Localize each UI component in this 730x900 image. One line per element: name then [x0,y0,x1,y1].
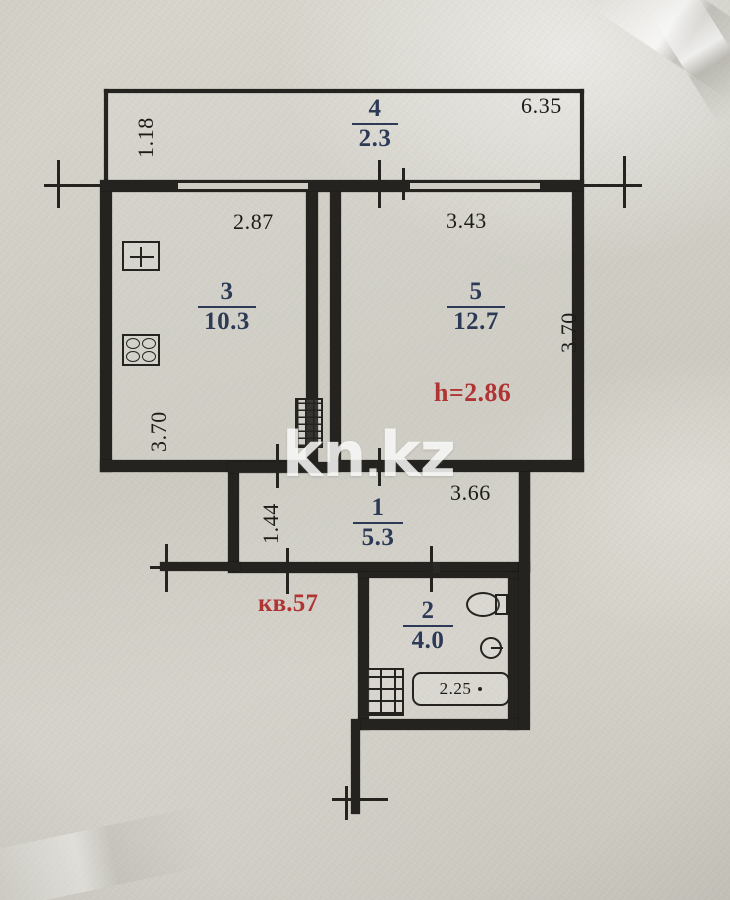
dimension-balcony-top: 6.35 [521,93,562,118]
dimension-corridor-height: 1.44 [258,503,283,544]
toilet-icon [466,592,500,617]
room-label-divider [403,624,453,627]
dim-tick-stem-v [345,786,348,820]
closet-hatch-icon [295,398,323,448]
room-number-3: 3 [220,278,234,305]
window-kitchen [178,181,308,191]
dim-tick-top-mid-2 [402,168,405,200]
dimension-corridor-width: 3.66 [450,480,491,505]
dimension-kitchen-height: 3.70 [146,411,171,452]
dim-tick-right-top-v [623,156,626,208]
room-label-divider [352,122,398,125]
apartment-number-annotation: кв.57 [258,590,319,617]
bathtub-icon: 2.25 [412,672,510,706]
room-label-balcony: 4 2.3 [340,96,410,151]
living-room-wall-bottom [330,460,584,472]
room-area-5: 12.7 [453,307,499,335]
kitchen-wall-left [100,192,112,472]
dim-tick-stem-h [332,798,388,801]
dim-tick-left-top-v [57,160,60,208]
dimension-kitchen-width: 2.87 [233,209,274,234]
living-room-wall-right [572,192,584,472]
corridor-wall-left [228,472,239,572]
paper-crease-right [649,0,730,124]
living-room-wall-left [330,192,341,472]
dim-tick-entry-h [150,566,210,569]
balcony-wall-top [104,89,584,93]
room-number-5: 5 [469,278,483,305]
room-label-corridor: 1 5.3 [341,495,415,550]
bathroom-wall-top [358,572,519,578]
dim-tick-right-top-h [580,184,642,187]
room-label-kitchen: 3 10.3 [185,279,269,334]
washbasin-icon [480,637,503,659]
stove-icon [122,334,160,366]
bathroom-wall-left [358,572,369,730]
bathroom-wall-bottom [358,719,519,730]
dim-tick-top-mid [378,160,381,208]
room-label-divider [447,305,505,308]
room-label-divider [198,305,256,308]
exterior-wall-right-lower [519,472,530,730]
room-area-4: 2.3 [358,124,392,152]
window-living-room [410,181,540,191]
dim-tick-left-top-h [44,184,106,187]
exterior-wall-stem [351,719,360,814]
balcony-wall-right [580,89,584,185]
dimension-living-height: 3.70 [556,312,581,353]
ceiling-height-annotation: h=2.86 [434,378,512,407]
kitchen-floor [112,192,306,460]
dim-tick-corridor-top [378,448,381,486]
paper-crease-bottom-left [0,805,214,900]
room-label-living-room: 5 12.7 [434,279,518,334]
balcony-floor [108,93,580,180]
dim-tick-entry-v [165,544,168,592]
sink-icon [122,241,160,271]
room-area-1: 5.3 [361,523,395,551]
room-area-3: 10.3 [204,307,250,335]
dimension-living-width: 3.43 [446,208,487,233]
corridor-floor [239,472,519,562]
corridor-wall-bottom [228,562,530,573]
paper-crease-top-right [594,0,730,99]
bathtub-drain-icon [478,687,483,691]
room-area-2: 4.0 [411,626,445,654]
toilet-tank-icon [495,594,508,615]
dim-tick-corridor-right [430,546,433,592]
room-label-bathroom: 2 4.0 [391,598,465,653]
bathroom-wall-right [508,572,519,730]
room-number-1: 1 [371,494,385,521]
living-room-floor [341,192,572,460]
bathroom-door-threshold [430,562,440,573]
dim-tick-corridor-left [286,548,289,594]
dim-tick-kitchen-bottom-h [262,465,302,468]
room-number-2: 2 [421,597,435,624]
bathtub-length-label: 2.25 [439,679,472,698]
dim-tick-corridor-left-h [250,566,314,569]
room-label-divider [353,521,403,524]
dimension-balcony-left: 1.18 [133,117,158,158]
room-number-4: 4 [368,95,382,122]
balcony-wall-left [104,89,108,185]
tile-block-icon [364,668,404,716]
